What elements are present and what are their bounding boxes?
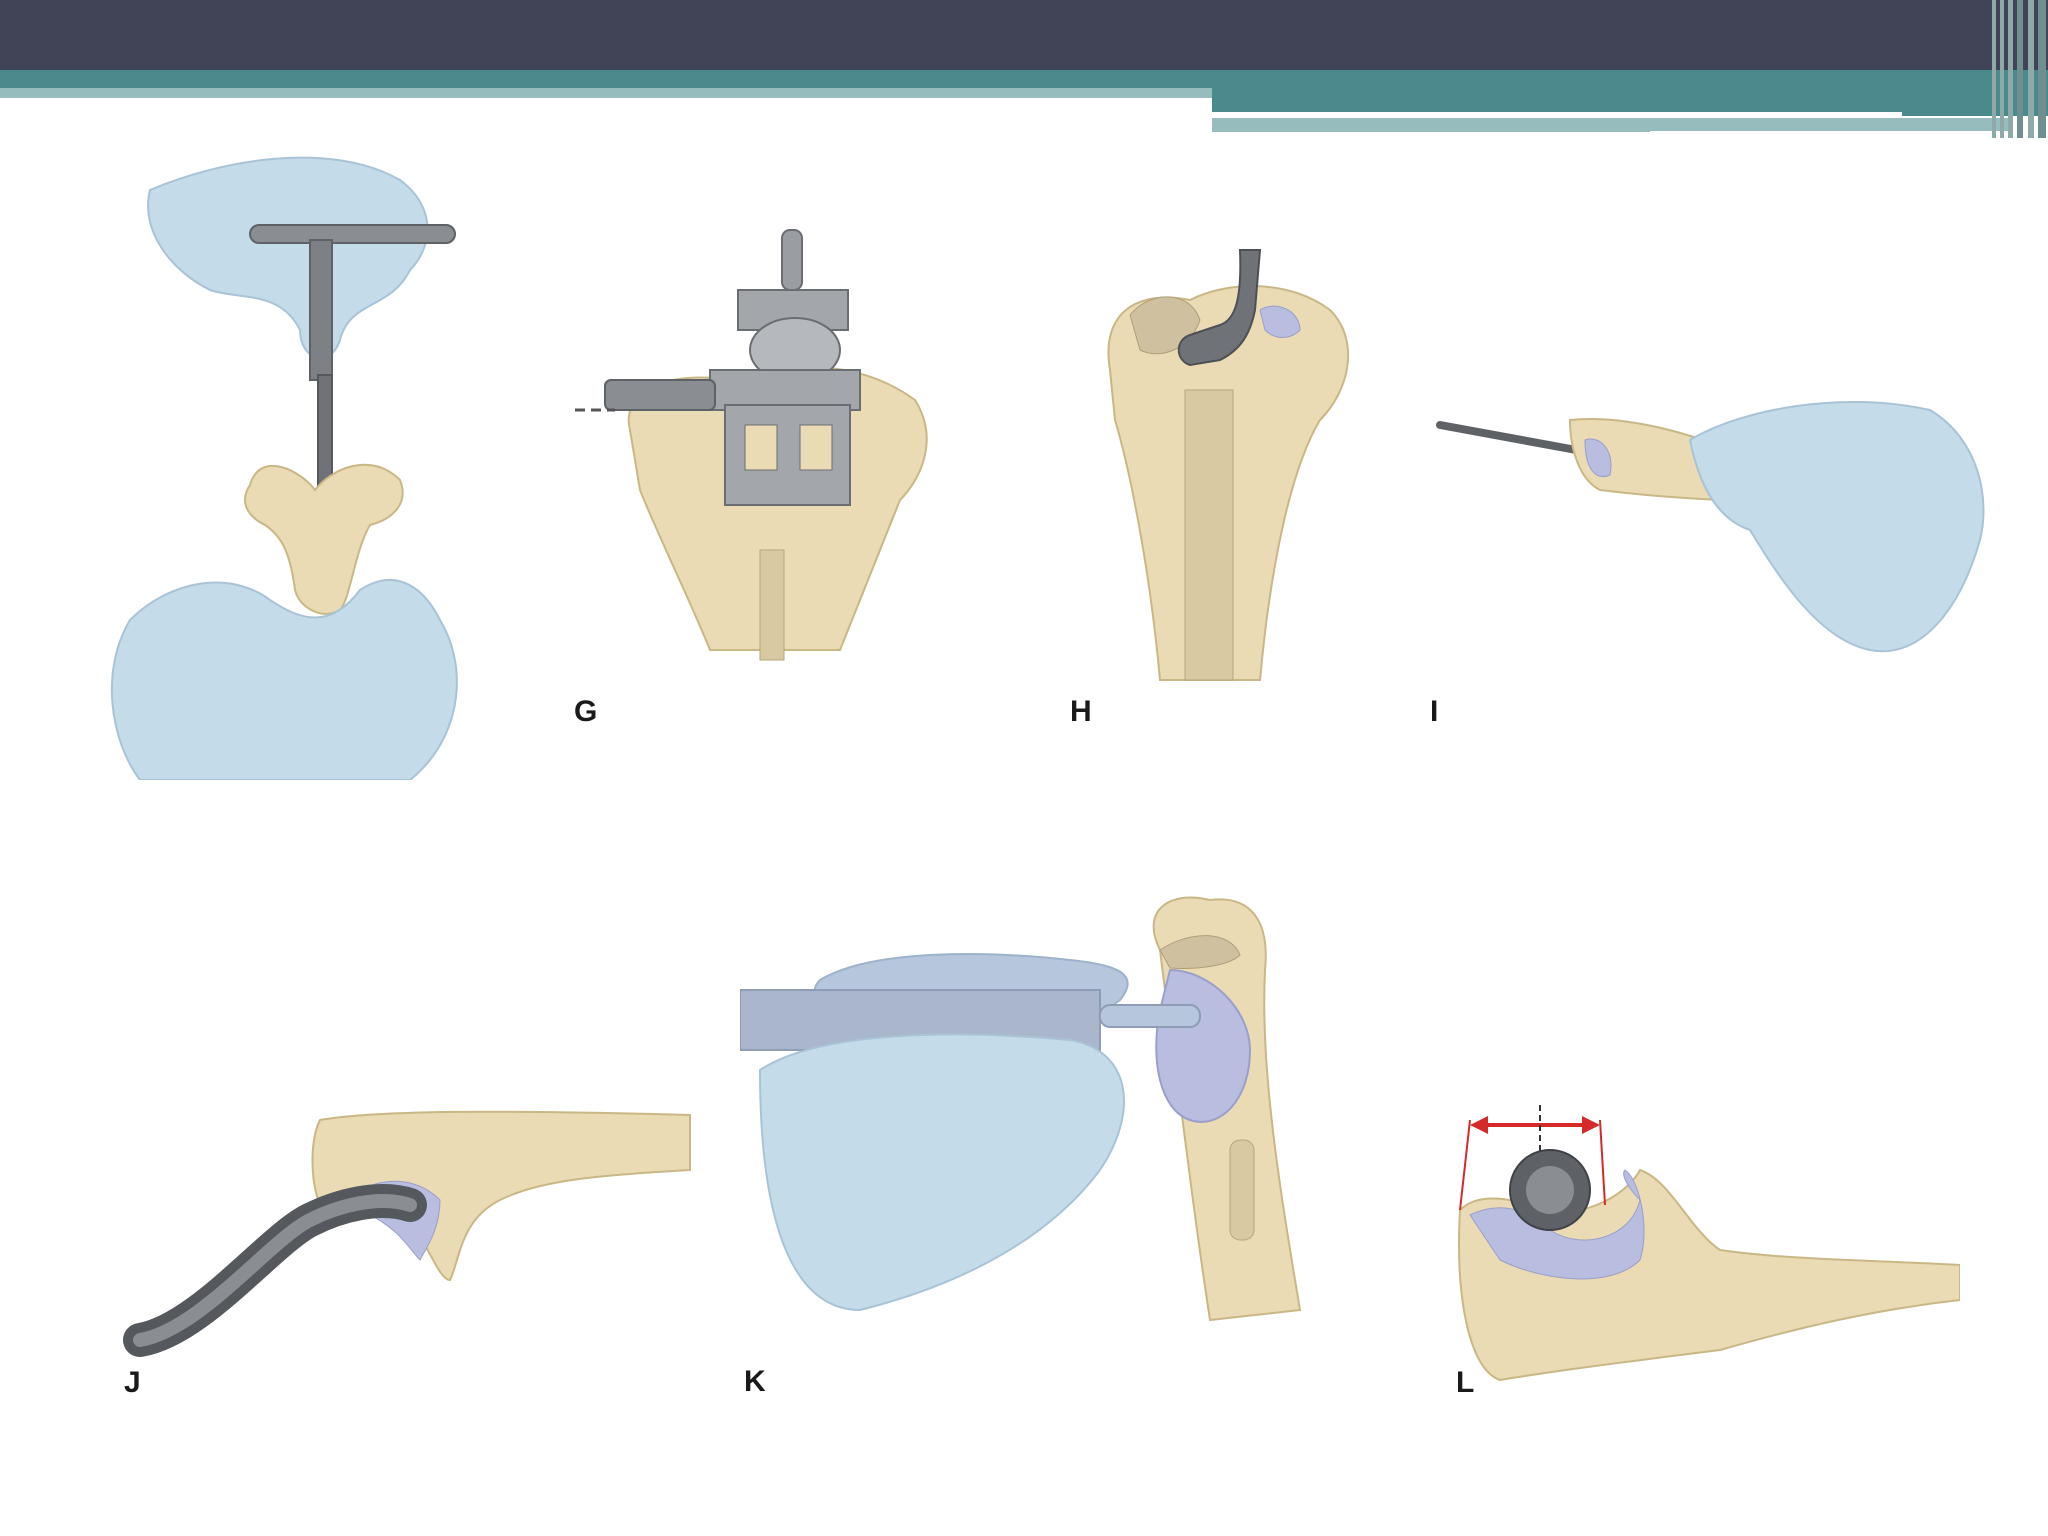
header-band	[0, 0, 2048, 70]
header-rule	[1212, 112, 1902, 116]
power-reamer-illustration	[740, 896, 1302, 1322]
panel-label: L	[1456, 1366, 1475, 1399]
header-rule-short	[1650, 131, 2012, 134]
panel-k: K	[740, 890, 1360, 1410]
panel-label: K	[744, 1365, 766, 1398]
panel-label: J	[124, 1366, 141, 1399]
header-teal-band	[0, 70, 2048, 90]
header-light-stripe	[0, 88, 1212, 98]
cutting-guide-illustration	[575, 229, 928, 661]
panel-label: G	[574, 695, 598, 728]
glenoid-measurement-illustration	[1458, 1105, 1960, 1382]
panel-f: F	[100, 150, 500, 780]
panel-l: L	[1440, 1080, 1960, 1410]
panel-j: J	[120, 1080, 700, 1410]
panel-g: G	[560, 220, 980, 740]
glenoid-instrument-illustration	[123, 1110, 691, 1357]
panel-i: I	[1420, 380, 2000, 740]
bone-in-hand-illustration	[1436, 401, 1985, 653]
panel-label: I	[1430, 695, 1439, 728]
header-teal-extension	[1212, 88, 2048, 116]
edge-stripes	[1990, 0, 2048, 138]
proximal-humerus-illustration	[1107, 249, 1350, 681]
header-light-rule	[1212, 118, 2012, 132]
t-handle-reamer-illustration	[110, 156, 458, 780]
panel-h: H	[1060, 240, 1400, 740]
panel-label: H	[1070, 695, 1092, 728]
